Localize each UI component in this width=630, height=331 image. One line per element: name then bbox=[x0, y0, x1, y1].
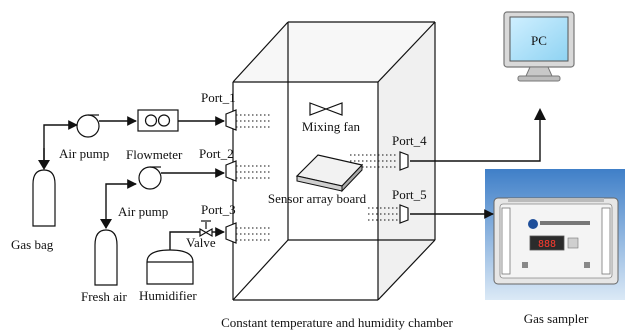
air-pump-2-icon bbox=[138, 166, 162, 190]
air-pump-2-label: Air pump bbox=[118, 204, 168, 219]
port-4-icon bbox=[399, 151, 409, 171]
port-2-label: Port_2 bbox=[199, 146, 234, 161]
valve-icon bbox=[199, 220, 213, 238]
air-pump-1-icon bbox=[76, 114, 100, 138]
port-1-icon bbox=[225, 109, 237, 131]
pc-monitor-icon bbox=[503, 11, 575, 82]
sensor-array-board-icon bbox=[295, 154, 364, 193]
fresh-air-icon bbox=[94, 229, 118, 286]
humidifier-label: Humidifier bbox=[139, 288, 197, 303]
port-1-label: Port_1 bbox=[201, 90, 236, 105]
port-3-icon bbox=[225, 222, 237, 244]
valve-label: Valve bbox=[186, 235, 216, 250]
port-4-label: Port_4 bbox=[392, 133, 427, 148]
gas-bag-line bbox=[38, 116, 225, 170]
gas-sampler-label: Gas sampler bbox=[524, 311, 589, 326]
gas-sampler-photo bbox=[485, 169, 625, 300]
gas-bag-icon bbox=[32, 169, 56, 227]
flowmeter-icon bbox=[137, 109, 179, 132]
humidifier-icon bbox=[146, 249, 194, 285]
pc-label: PC bbox=[531, 33, 547, 48]
mixing-fan-icon bbox=[309, 102, 343, 116]
port-5-label: Port_5 bbox=[392, 187, 427, 202]
port-5-icon bbox=[399, 204, 409, 224]
mixing-fan-label: Mixing fan bbox=[302, 119, 361, 134]
humidifier-line bbox=[169, 227, 225, 250]
sensor-array-board-label: Sensor array board bbox=[268, 191, 367, 206]
gas-bag-label: Gas bag bbox=[11, 237, 54, 252]
fresh-air-label: Fresh air bbox=[81, 289, 128, 304]
flowmeter-label: Flowmeter bbox=[126, 147, 183, 162]
chamber-label: Constant temperature and humidity chambe… bbox=[221, 315, 453, 330]
pc-line bbox=[410, 108, 546, 162]
port-3-label: Port_3 bbox=[201, 202, 236, 217]
air-pump-1-label: Air pump bbox=[59, 146, 109, 161]
fresh-air-line bbox=[100, 168, 225, 229]
gas-sampler-display: 888 bbox=[538, 239, 556, 250]
port-2-icon bbox=[225, 160, 237, 182]
